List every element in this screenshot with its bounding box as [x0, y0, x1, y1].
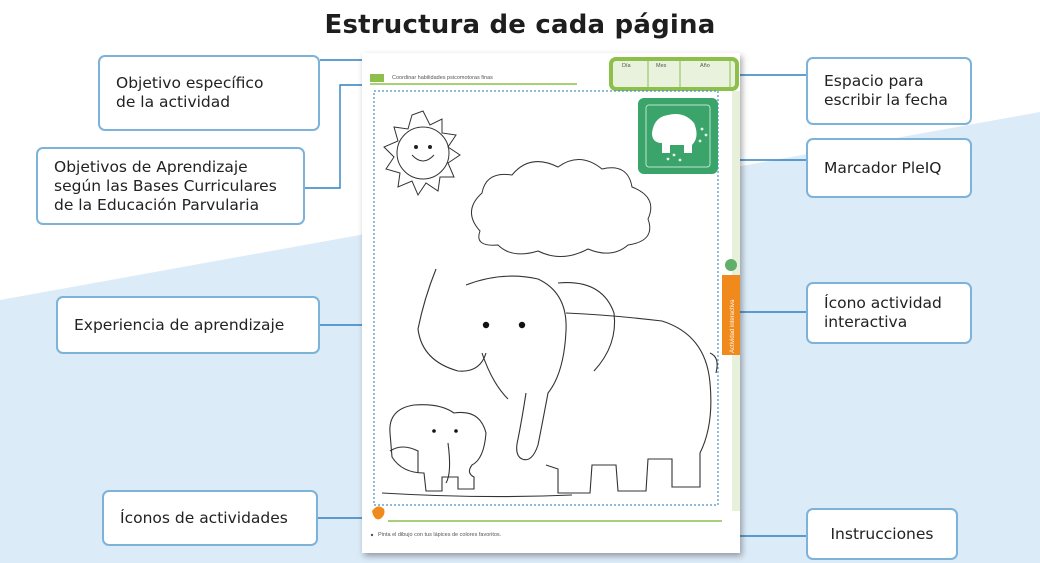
- date-label-day: Día: [622, 63, 631, 69]
- date-box: [609, 57, 739, 91]
- header-number-badge: [370, 74, 384, 82]
- callout-objetivo-especifico-text: Objetivo específico de la actividad: [116, 74, 264, 111]
- callout-espacio-fecha: Espacio para escribir la fecha: [806, 57, 972, 125]
- date-label-year: Año: [700, 63, 710, 69]
- callout-experiencia-text: Experiencia de aprendizaje: [74, 315, 285, 334]
- callout-objetivos-aprendizaje: Objetivos de Aprendizaje según las Bases…: [36, 147, 305, 225]
- callout-espacio-fecha-text: Espacio para escribir la fecha: [824, 72, 948, 109]
- callout-objetivos-aprendizaje-text: Objetivos de Aprendizaje según las Bases…: [54, 157, 277, 214]
- sun-drawing: [383, 110, 461, 197]
- callout-iconos-actividades-text: Íconos de actividades: [120, 508, 288, 527]
- callout-instrucciones-text: Instrucciones: [830, 524, 934, 543]
- big-elephant-drawing: [381, 268, 718, 498]
- tab-text: Actividad interactiva: [730, 299, 736, 353]
- activity-frame: [373, 90, 719, 506]
- callout-icono-interactivo-text: Ícono actividad interactiva: [824, 294, 942, 331]
- worksheet-page: Actividad interactiva Coordinar habilida…: [362, 53, 740, 553]
- worksheet-drawing: Actividad interactiva: [370, 57, 740, 537]
- callout-iconos-actividades: Íconos de actividades: [102, 490, 318, 546]
- activity-icon: [372, 506, 385, 520]
- callout-objetivo-especifico: Objetivo específico de la actividad: [98, 55, 320, 131]
- date-label-month: Mes: [656, 63, 667, 69]
- instruction-text: Pinta el dibujo con tus lápices de color…: [378, 532, 502, 538]
- header-objective-text: Coordinar habilidades psicomotoras finas: [392, 75, 493, 81]
- callout-marcador-text: Marcador PleIQ: [824, 158, 942, 177]
- callout-instrucciones: Instrucciones: [806, 508, 958, 560]
- callout-experiencia: Experiencia de aprendizaje: [56, 296, 320, 354]
- page-title: Estructura de cada página: [324, 10, 716, 40]
- callout-marcador: Marcador PleIQ: [806, 138, 972, 198]
- cloud-drawing: [471, 159, 652, 257]
- interactive-tab: [722, 275, 740, 355]
- callout-icono-interactivo: Ícono actividad interactiva: [806, 282, 972, 344]
